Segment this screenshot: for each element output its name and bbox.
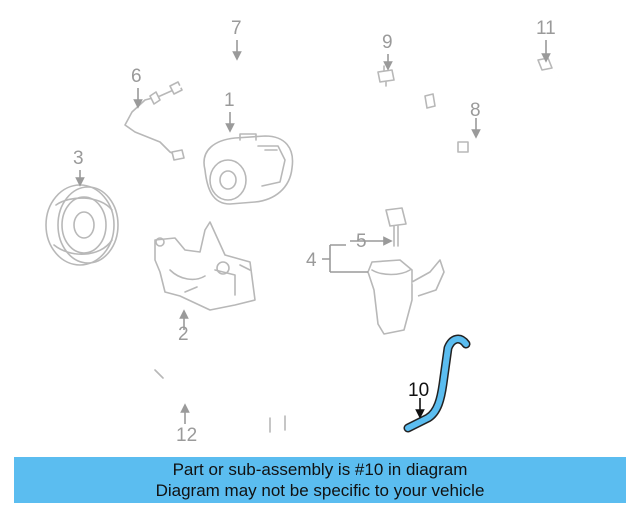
parts-diagram: 3 6 7 1 2 12 9 (45, 18, 568, 446)
callout-10: 10 (408, 380, 429, 401)
callout-12: 12 (176, 425, 197, 446)
reservoir-part-4[interactable] (367, 259, 445, 335)
pulley-part-3[interactable] (45, 184, 119, 266)
callout-1: 1 (224, 90, 235, 111)
bracket-part-2[interactable] (154, 221, 256, 311)
callout-2: 2 (178, 324, 189, 345)
banner-line-1: Part or sub-assembly is #10 in diagram (172, 460, 468, 479)
callout-8: 8 (470, 100, 481, 121)
callout-3: 3 (73, 148, 84, 169)
fitting-part-9[interactable] (377, 65, 395, 87)
callout-7: 7 (231, 18, 242, 39)
callout-11: 11 (536, 18, 556, 39)
info-banner: Part or sub-assembly is #10 in diagram D… (14, 457, 626, 503)
hose-part-7[interactable] (176, 65, 382, 177)
callout-5: 5 (356, 231, 367, 252)
callout-6: 6 (131, 66, 142, 87)
hose-part-8[interactable] (415, 20, 540, 158)
hose-part-10-highlighted[interactable] (403, 334, 471, 433)
callout-9: 9 (382, 32, 393, 53)
cooler-part-12[interactable] (118, 343, 334, 434)
line-part-6[interactable] (124, 81, 185, 161)
cap-part-5[interactable] (385, 207, 407, 247)
banner-line-2: Diagram may not be specific to your vehi… (155, 481, 485, 500)
callout-4: 4 (306, 250, 317, 271)
bracket-4 (322, 244, 368, 273)
pump-part-1[interactable] (203, 133, 294, 205)
